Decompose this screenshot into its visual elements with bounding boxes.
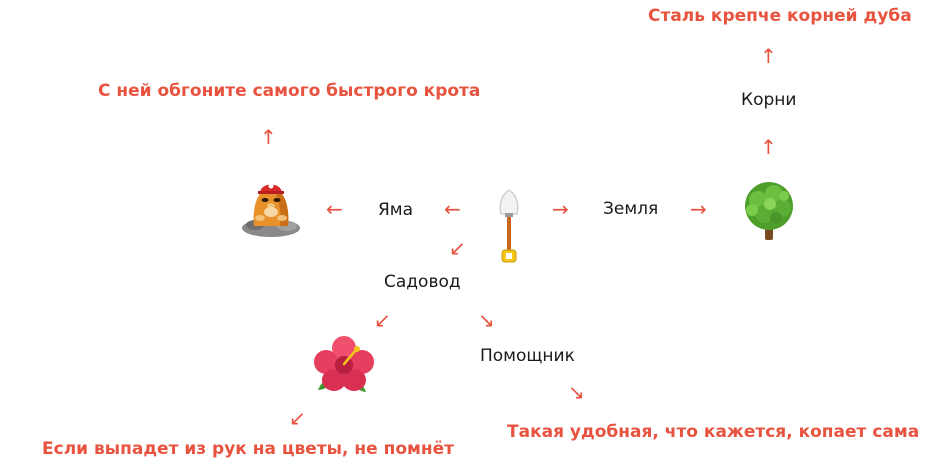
arrow-left-pit: ← <box>444 197 461 221</box>
arrow-right-tree: → <box>690 197 707 221</box>
arrow-down-left-flower: ↙ <box>374 308 391 332</box>
node-gardener: Садовод <box>384 272 461 292</box>
arrow-down-left-gardener: ↙ <box>449 236 466 260</box>
hibiscus-icon <box>314 336 374 392</box>
node-pit: Яма <box>378 200 414 220</box>
mole-icon <box>242 183 300 237</box>
tagline-flowers: Если выпадет из рук на цветы, не помнёт <box>42 439 455 459</box>
node-earth: Земля <box>603 199 659 219</box>
arrow-down-right-tagline-helper: ↘ <box>568 380 585 404</box>
tagline-helper: Такая удобная, что кажется, копает сама <box>507 422 920 442</box>
arrow-up-roots: ↑ <box>760 135 777 159</box>
arrow-left-mole: ← <box>326 197 343 221</box>
node-helper: Помощник <box>480 346 575 366</box>
node-roots: Корни <box>741 90 797 110</box>
arrow-up-tagline-oak: ↑ <box>760 44 777 68</box>
tagline-oak: Сталь крепче корней дуба <box>648 6 912 26</box>
shovel-icon <box>499 189 519 263</box>
tagline-mole: С ней обгоните самого быстрого крота <box>98 81 481 101</box>
tree-icon <box>745 182 793 240</box>
arrow-down-left-tagline-flowers: ↙ <box>289 406 306 430</box>
arrow-right-earth: → <box>552 197 569 221</box>
arrow-down-right-helper: ↘ <box>478 308 495 332</box>
arrow-up-mole: ↑ <box>260 125 277 149</box>
